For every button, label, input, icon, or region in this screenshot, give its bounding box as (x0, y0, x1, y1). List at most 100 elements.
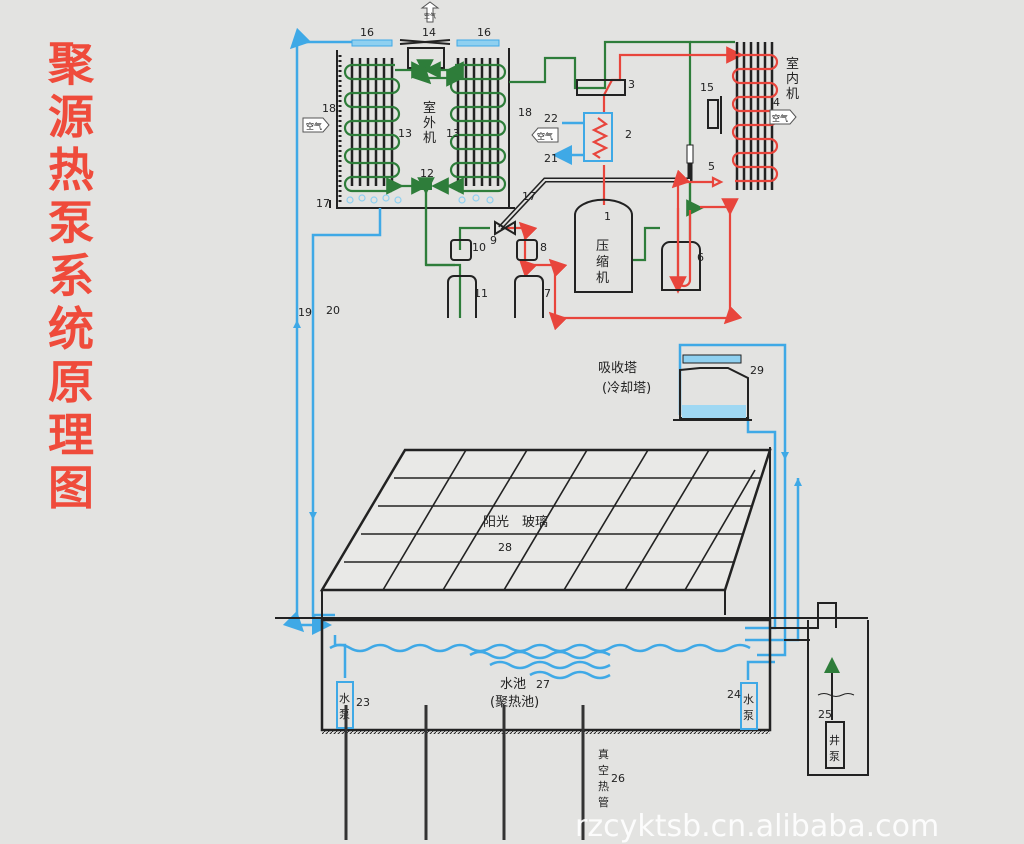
heat-exchanger-2 (583, 112, 613, 162)
label: 1 (604, 210, 611, 223)
sun-glass-label: 阳光 玻璃 (483, 515, 548, 530)
label: 缩 (596, 254, 609, 270)
label: 13 (398, 127, 412, 140)
left-coil (343, 58, 401, 193)
heat-pool-label: (聚热池) (490, 695, 539, 710)
cooling-tower-label: (冷却塔) (602, 381, 651, 396)
pool-label: 水池 (500, 677, 526, 692)
outdoor-label: 室 (423, 100, 436, 116)
outdoor-unit: 室 外 机 空气 空气 空气 (302, 1, 559, 267)
component-10 (450, 239, 472, 261)
label: 空气 (537, 131, 553, 141)
label: 18 (518, 106, 532, 119)
title-char: 理 (48, 408, 94, 462)
label: 8 (540, 241, 547, 254)
label: 2 (625, 128, 632, 141)
component-numbers: 1 2 3 4 5 6 7 8 9 10 11 12 13 13 14 15 1… (298, 26, 832, 785)
title-char: 泵 (48, 196, 94, 250)
label: 19 (298, 306, 312, 319)
label: 20 (326, 304, 340, 317)
component-3 (576, 79, 626, 96)
label: 22 (544, 112, 558, 125)
title-char: 统 (48, 302, 94, 356)
label: 18 (322, 102, 336, 115)
compressor-1 (574, 198, 633, 293)
absorption-tower-label: 吸收塔 (598, 361, 637, 376)
title-char: 热 (48, 143, 94, 197)
label: 16 (477, 26, 491, 39)
heat-pool (320, 618, 772, 732)
well-pump-25: 井泵 (825, 721, 845, 769)
label: 机 (596, 271, 609, 286)
label: 真 (598, 747, 609, 761)
label: 10 (472, 241, 486, 254)
title-char: 聚 (47, 37, 95, 91)
label: 热 (598, 780, 609, 793)
title-char: 源 (48, 90, 94, 144)
air-arrow-right: 空气 (531, 127, 559, 143)
label: 内 (786, 71, 799, 87)
fan-15-icon (707, 99, 719, 129)
label: 16 (360, 26, 374, 39)
valve-9-icon (494, 220, 516, 236)
label: 15 (700, 81, 714, 94)
component-11 (447, 275, 477, 318)
title-char: 图 (48, 461, 94, 515)
label: 压 (596, 239, 609, 254)
label: 29 (750, 364, 764, 377)
component-6 (661, 241, 701, 291)
label: 管 (598, 795, 609, 809)
water-drops (346, 194, 494, 204)
component-8 (516, 239, 538, 261)
label: 24 (727, 688, 741, 701)
air-arrow-left: 空气 (302, 117, 330, 133)
label: 28 (498, 541, 512, 554)
label: 空气 (772, 113, 788, 123)
label: 21 (544, 152, 558, 165)
spray-16-right (456, 39, 500, 47)
title-vertical: 聚 源 热 泵 系 统 原 理 图 (47, 37, 95, 515)
label: 水 (339, 692, 350, 705)
label: 空气 (424, 12, 436, 20)
title-char: 系 (48, 249, 94, 303)
label: 空气 (306, 121, 322, 131)
water-pump-24: 水泵 (740, 682, 758, 730)
label: 泵 (743, 709, 754, 722)
label: 17 (316, 197, 330, 210)
outdoor-label: 机 (423, 131, 436, 146)
label: 机 (786, 87, 799, 102)
component-7 (514, 275, 544, 318)
absorption-tower-29: 吸收塔 (冷却塔) (598, 354, 752, 421)
label: 空 (598, 763, 609, 777)
label: 9 (490, 234, 497, 247)
watermark: rzcyktsb.cn.alibaba.com (575, 809, 939, 844)
label: 4 (773, 96, 780, 109)
label: 室 (786, 56, 799, 72)
label: 12 (420, 167, 434, 180)
right-coil (449, 58, 507, 193)
label: 27 (536, 678, 550, 691)
outdoor-label: 外 (423, 116, 436, 131)
vacuum-heat-pipes (344, 705, 585, 840)
title-char: 原 (48, 355, 94, 409)
label: 13 (446, 127, 460, 140)
label: 井 (829, 733, 840, 747)
label: 泵 (829, 750, 840, 763)
label: 5 (708, 160, 715, 173)
sun-glass-greenhouse: 阳光 玻璃 (319, 447, 772, 621)
indoor-unit: 室 内 机 空气 (707, 42, 799, 190)
label: 7 (544, 287, 551, 300)
air-arrow-indoor: 空气 (769, 109, 797, 125)
label: 23 (356, 696, 370, 709)
spray-16-left (351, 39, 393, 47)
fan-14-icon (399, 39, 451, 69)
label: 11 (474, 287, 488, 300)
label: 水 (743, 693, 754, 706)
label: 26 (611, 772, 625, 785)
air-arrow-top: 空气 (420, 1, 440, 23)
label: 17 (522, 190, 536, 203)
label: 14 (422, 26, 436, 39)
label: 3 (628, 78, 635, 91)
label: 25 (818, 708, 832, 721)
